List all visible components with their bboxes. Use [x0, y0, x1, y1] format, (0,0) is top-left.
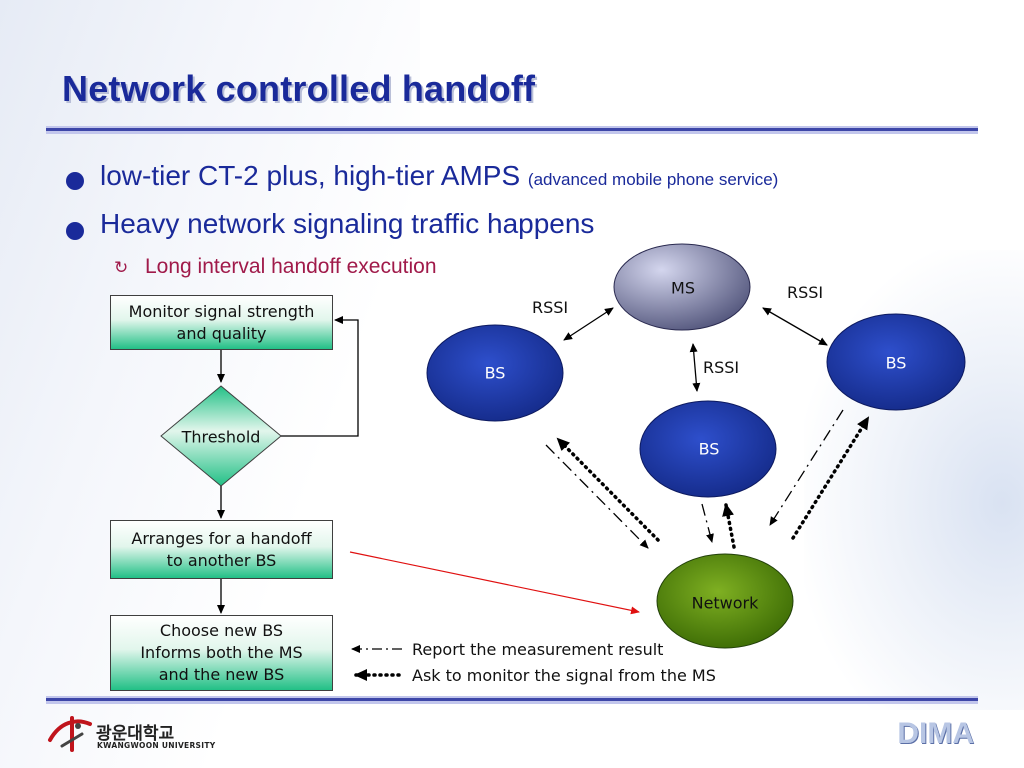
university-name-english: KWANGWOON UNIVERSITY: [97, 741, 216, 750]
flow-choose-line1: Choose new BS: [159, 621, 284, 640]
bs-right-node: [826, 313, 966, 411]
bullet-1-note: (advanced mobile phone service): [527, 170, 779, 189]
flow-choose-line3: and the new BS: [158, 665, 285, 684]
rssi-arrow-ms-bs-left: [563, 307, 614, 341]
legend-ask-text: Ask to monitor the signal from the MS: [412, 666, 716, 685]
rssi-arrow-ms-bs-center: [689, 343, 701, 392]
flow-arrange-line1: Arranges for a handoff: [131, 528, 312, 548]
flow-monitor-line2: and quality: [176, 323, 267, 343]
bullet-1: low-tier CT-2 plus, high-tier AMPS (adva…: [100, 160, 778, 192]
ask-line-bs-left: [556, 437, 660, 542]
bullet-dot-2: [66, 222, 84, 240]
sub-bullet-icon: ↻: [114, 258, 129, 278]
flow-choose-line2: Informs both the MS: [140, 643, 303, 662]
flow-arrow-threshold-loop: [281, 316, 359, 437]
bullet-2: Heavy network signaling traffic happens: [100, 208, 595, 239]
page-title: Network controlled handoff: [62, 68, 536, 109]
flow-arrange-box: Arranges for a handoff to another BS: [110, 520, 333, 579]
legend-report-text: Report the measurement result: [412, 640, 664, 659]
flow-monitor-line1: Monitor signal strength: [128, 301, 315, 321]
flow-arrange-line2: to another BS: [166, 550, 277, 570]
flow-threshold-label: Threshold: [181, 427, 261, 447]
flow-monitor-box: Monitor signal strength and quality: [110, 295, 333, 350]
ms-node: [613, 243, 751, 331]
header-divider: [46, 126, 978, 134]
flow-choose-box: Choose new BS Informs both the MS and th…: [110, 615, 333, 691]
report-line-bs-right: [769, 409, 844, 526]
report-line-bs-center: [701, 503, 714, 543]
ms-label: MS: [671, 278, 695, 298]
bs-left-label: BS: [484, 363, 506, 383]
network-label: Network: [691, 593, 759, 613]
kwangwoon-logo-icon: [48, 716, 92, 752]
rssi-center-label: RSSI: [703, 358, 740, 377]
rssi-left-label: RSSI: [532, 298, 569, 317]
arrange-to-network-arrow: [349, 551, 640, 615]
ask-line-bs-center: [722, 503, 736, 549]
dima-brand: DIMA: [897, 717, 974, 750]
rssi-arrow-ms-bs-right: [762, 307, 828, 346]
footer-divider: [46, 696, 978, 704]
bullet-dot-1: [66, 172, 84, 190]
sub-bullet-text: Long interval handoff execution: [145, 255, 437, 278]
bs-right-label: BS: [885, 353, 907, 373]
university-name-korean: 광운대학교: [96, 724, 175, 744]
rssi-right-label: RSSI: [787, 283, 824, 302]
bs-center-label: BS: [698, 439, 720, 459]
bs-center-node: [639, 400, 777, 498]
ask-line-bs-right: [791, 416, 870, 540]
bs-left-node: [426, 324, 564, 422]
bullet-1-text: low-tier CT-2 plus, high-tier AMPS: [100, 160, 521, 191]
report-line-bs-left: [545, 444, 649, 549]
network-node: [656, 553, 794, 649]
